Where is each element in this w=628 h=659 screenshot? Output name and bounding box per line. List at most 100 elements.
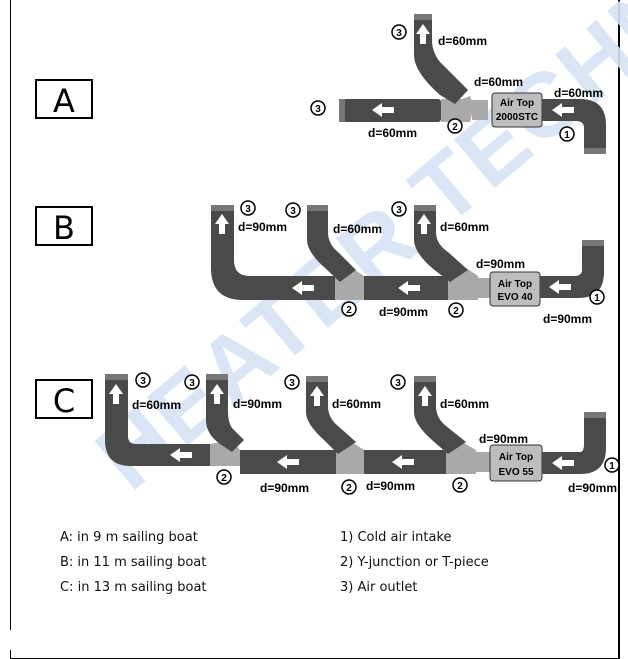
flow-arrow [398, 281, 420, 295]
marker-2: 2 [341, 301, 357, 317]
diameter-label: d=90mm [476, 257, 525, 271]
connector [472, 100, 488, 120]
flow-arrow [292, 281, 314, 295]
y-junction [441, 96, 474, 122]
marker-2: 2 [216, 469, 232, 485]
flow-arrow [552, 103, 574, 117]
config-c-letter: C [53, 382, 75, 420]
flow-arrow [170, 448, 192, 462]
flow-arrow [392, 455, 414, 469]
svg-text:3: 3 [289, 378, 295, 389]
svg-text:3: 3 [140, 376, 146, 387]
diameter-label: d=60mm [474, 75, 523, 89]
connector [476, 278, 490, 298]
vent-grille [306, 376, 328, 382]
marker-1: 1 [589, 289, 605, 305]
duct [582, 246, 604, 276]
heater-label: Air Top [499, 452, 533, 463]
flow-arrow [310, 386, 324, 406]
vent-grille [414, 205, 436, 211]
diameter-label: d=60mm [132, 398, 181, 412]
heater-label: EVO 40 [497, 292, 532, 303]
vent-grille [211, 205, 234, 211]
diameter-label: d=60mm [333, 222, 382, 236]
marker-2: 2 [448, 302, 464, 318]
flow-arrow [552, 456, 574, 470]
config-a: A [35, 14, 606, 154]
diameter-label: d=60mm [554, 86, 603, 100]
diameter-label: d=90mm [260, 481, 309, 495]
diameter-label: d=90mm [479, 432, 528, 446]
marker-3: 3 [285, 202, 301, 218]
marker-3: 3 [310, 100, 326, 116]
config-b-letter: B [53, 209, 75, 247]
vent-grille [414, 14, 432, 20]
connector [476, 452, 490, 472]
vent-grille [414, 376, 436, 382]
diameter-label: d=60mm [440, 397, 489, 411]
marker-1: 1 [604, 457, 620, 473]
legend-item: 1) Cold air intake [340, 530, 452, 545]
svg-text:2: 2 [346, 483, 352, 494]
marker-2: 2 [447, 118, 463, 134]
config-b: B [35, 205, 604, 307]
marker-2: 2 [452, 477, 468, 493]
vent-grille [584, 148, 606, 154]
vent-grille [582, 240, 604, 246]
duct [307, 210, 356, 282]
heater-label: Air Top [498, 279, 532, 290]
svg-text:3: 3 [395, 378, 401, 389]
legend-right: 1) Cold air intake 2) Y-junction or T-pi… [340, 530, 489, 605]
svg-text:3: 3 [315, 104, 321, 115]
config-b-box [35, 206, 93, 246]
flow-arrow [277, 455, 299, 469]
marker-1: 1 [559, 126, 575, 142]
svg-text:3: 3 [245, 204, 251, 215]
svg-text:3: 3 [396, 28, 402, 39]
svg-text:1: 1 [609, 461, 615, 472]
diameter-label: d=90mm [568, 481, 617, 495]
marker-3: 3 [240, 200, 256, 216]
legend-item: C: in 13 m sailing boat [60, 580, 207, 595]
flow-arrow [416, 24, 430, 44]
svg-text:2: 2 [452, 122, 458, 133]
vent-grille [206, 374, 228, 380]
legend-item: A: in 9 m sailing boat [60, 530, 198, 545]
diameter-label: d=60mm [332, 397, 381, 411]
marker-3: 3 [390, 374, 406, 390]
marker-3: 3 [184, 374, 200, 390]
config-c: C [35, 374, 606, 482]
svg-text:2: 2 [453, 306, 459, 317]
legend-item: 2) Y-junction or T-piece [340, 555, 489, 570]
diameter-label: d=90mm [543, 312, 592, 326]
flow-arrow [372, 103, 394, 117]
duct [211, 210, 340, 300]
legend-item: B: in 11 m sailing boat [60, 555, 207, 570]
svg-text:3: 3 [290, 206, 296, 217]
diameter-label: d=60mm [368, 126, 417, 140]
flow-arrow [549, 280, 571, 294]
vent-grille [307, 205, 328, 211]
flow-arrow [215, 214, 229, 234]
diameter-label: d=90mm [379, 305, 428, 319]
svg-text:3: 3 [189, 378, 195, 389]
duct [414, 210, 468, 282]
marker-3: 3 [135, 372, 151, 388]
flow-arrow [210, 384, 224, 404]
diameter-label: d=90mm [233, 397, 282, 411]
watermark: HEATER TECHNIC [78, 0, 628, 509]
vent-grille [105, 374, 128, 380]
vent-grille [584, 412, 606, 418]
diameter-label: d=60mm [440, 220, 489, 234]
svg-text:2: 2 [346, 305, 352, 316]
config-a-box [35, 79, 93, 119]
marker-2: 2 [341, 479, 357, 495]
duct [580, 418, 606, 474]
diameter-label: d=60mm [438, 34, 487, 48]
heater-label: 2000STC [496, 112, 538, 123]
vent-grille [339, 99, 345, 122]
marker-3: 3 [391, 24, 407, 40]
marker-3: 3 [284, 374, 300, 390]
